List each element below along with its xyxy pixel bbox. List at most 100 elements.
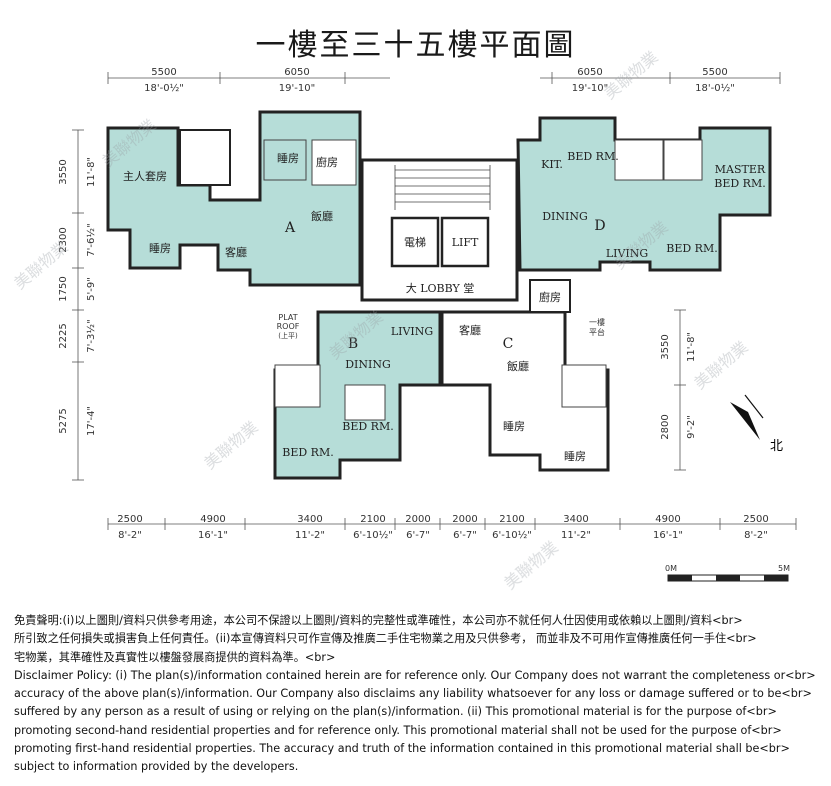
page-title: 一樓至三十五樓平面圖	[255, 28, 576, 63]
bottom-dim-9-mm: 4900	[655, 514, 680, 525]
floor-plan: 5500 18'-0½" 6050 19'-10" 6050 19'-10" 5…	[10, 47, 797, 593]
balcony-label-1: 一樓	[589, 317, 605, 327]
bottom-dim-4-ft: 6'-10½"	[353, 529, 393, 541]
unit-a-kitchen: 廚房	[316, 155, 338, 169]
bottom-dim-6-ft: 6'-7"	[453, 530, 477, 541]
disclaimer: 免責聲明:(i)以上圖則/資料只供參考用途，本公司不保證以上圖則/資料的完整性或…	[14, 612, 822, 777]
watermark-text-4: 美聯物業	[200, 417, 261, 473]
unit-a-letter: A	[284, 220, 296, 236]
unit-d-master-bedroom-line-2: BED RM.	[714, 177, 765, 190]
bottom-dimension-line	[107, 518, 797, 530]
left-dim-3-ft: 5'-9"	[86, 277, 97, 301]
disclaimer-line-6: suffered by any person as a result of us…	[14, 705, 777, 719]
right-dim-2-mm: 2800	[660, 414, 671, 439]
watermark-text-8: 美聯物業	[500, 537, 561, 593]
left-dim-4-mm: 2225	[58, 323, 69, 348]
disclaimer-line-7: promoting second-hand residential proper…	[14, 723, 782, 737]
lift-english-label: LIFT	[452, 236, 479, 249]
unit-d-bedroom-2: BED RM.	[666, 242, 717, 255]
disclaimer-line-4: Disclaimer Policy: (i) The plan(s)/infor…	[14, 668, 816, 682]
bottom-dim-5-ft: 6'-7"	[406, 530, 430, 541]
unit-a-dining: 飯廳	[311, 209, 333, 223]
top-dim-2-mm: 6050	[284, 67, 309, 78]
bottom-dim-8-mm: 3400	[563, 514, 588, 525]
flat-roof-label-3: (上平)	[278, 331, 298, 340]
right-dim-1-ft: 11'-8"	[686, 332, 697, 362]
bottom-dim-10-ft: 8'-2"	[744, 530, 768, 541]
disclaimer-line-8: promoting first-hand residential propert…	[14, 742, 790, 756]
top-dimension-line	[107, 72, 781, 84]
disclaimer-line-2: 所引致之任何損失或損害負上任何責任。(ii)本宣傳資料只可作宣傳及推廣二手住宅物…	[14, 632, 757, 646]
right-dimension-line	[674, 309, 686, 471]
left-dim-1-mm: 3550	[58, 159, 69, 184]
top-dim-2-ft: 19'-10"	[279, 83, 315, 94]
unit-d	[516, 116, 772, 272]
unit-d-kitchen: KIT.	[541, 158, 563, 171]
left-dim-4-ft: 7'-3½"	[85, 319, 97, 352]
top-dim-4-mm: 5500	[702, 67, 727, 78]
bottom-dim-6-mm: 2000	[452, 514, 477, 525]
disclaimer-line-5: accuracy of the above plan(s)/informatio…	[14, 687, 812, 701]
top-dim-3-ft: 19'-10"	[572, 83, 608, 94]
bottom-dim-4-mm: 2100	[360, 514, 385, 525]
scale-end-label: 5M	[778, 564, 790, 573]
left-dim-3-mm: 1750	[58, 276, 69, 301]
top-dim-1-mm: 5500	[151, 67, 176, 78]
watermark-text-7: 美聯物業	[690, 337, 751, 393]
disclaimer-line-9: subject to information provided by the d…	[14, 760, 299, 774]
disclaimer-line-1: 免責聲明:(i)以上圖則/資料只供參考用途，本公司不保證以上圖則/資料的完整性或…	[14, 614, 743, 627]
unit-d-bedroom: BED RM.	[567, 150, 618, 163]
top-dim-4-ft: 18'-0½"	[695, 82, 735, 94]
disclaimer-line-3: 宅物業，其準確性及真實性以樓盤發展商提供的資料為準。<br>	[14, 650, 336, 664]
balcony-label-2: 平台	[589, 327, 605, 337]
scale-bar	[667, 574, 789, 582]
left-dim-1-ft: 11'-8"	[86, 157, 97, 187]
unit-c-letter: C	[503, 336, 514, 352]
unit-b-dining: DINING	[345, 358, 391, 371]
unit-d-dining: DINING	[542, 210, 588, 223]
unit-a-master-bedroom: 主人套房	[123, 170, 167, 183]
unit-b-letter: B	[348, 336, 358, 352]
left-dim-2-mm: 2300	[58, 227, 69, 252]
bottom-dim-1-ft: 8'-2"	[118, 530, 142, 541]
bottom-dim-8-ft: 11'-2"	[561, 530, 591, 541]
unit-b-bedroom-2: BED RM.	[282, 446, 333, 459]
left-dimension-line	[72, 129, 84, 481]
left-dim-2-ft: 7'-6½"	[85, 223, 97, 256]
bottom-dim-2-mm: 4900	[200, 514, 225, 525]
unit-c	[440, 279, 610, 472]
right-dim-2-ft: 9'-2"	[686, 415, 697, 439]
unit-a	[106, 110, 362, 287]
lift-chinese-label: 電梯	[404, 236, 426, 249]
left-dim-5-mm: 5275	[58, 408, 69, 433]
right-dim-1-mm: 3550	[660, 334, 671, 359]
unit-b-bedroom: BED RM.	[342, 420, 393, 433]
flat-roof-label-2: ROOF	[277, 322, 300, 331]
unit-d-master-bedroom-line-1: MASTER	[715, 163, 766, 176]
north-label: 北	[770, 439, 783, 454]
bottom-dim-2-ft: 16'-1"	[198, 530, 228, 541]
unit-a-bedroom: 睡房	[277, 152, 299, 165]
unit-b	[273, 310, 442, 480]
watermark-text-5: 美聯物業	[600, 47, 661, 103]
unit-a-bedroom-2: 睡房	[149, 242, 171, 255]
left-dimension-labels: 3550 11'-8" 2300 7'-6½" 1750 5'-9" 2225 …	[58, 157, 97, 436]
bottom-dim-10-mm: 2500	[743, 514, 768, 525]
flat-roof-label-1: PLAT	[278, 313, 297, 322]
bottom-dim-7-ft: 6'-10½"	[492, 529, 532, 541]
bottom-dimension-labels: 2500 8'-2" 4900 16'-1" 3400 11'-2" 2100 …	[117, 514, 768, 541]
top-dim-3-mm: 6050	[577, 67, 602, 78]
unit-d-letter: D	[594, 218, 605, 234]
bottom-dim-5-mm: 2000	[405, 514, 430, 525]
unit-c-dining: 飯廳	[507, 359, 529, 373]
bottom-dim-7-mm: 2100	[499, 514, 524, 525]
unit-c-bedroom: 睡房	[503, 420, 525, 433]
scale-start-label: 0M	[665, 564, 677, 573]
north-arrow	[730, 394, 764, 440]
unit-c-kitchen: 廚房	[539, 290, 561, 304]
unit-c-bedroom-2: 睡房	[564, 450, 586, 463]
unit-b-living: LIVING	[391, 325, 433, 338]
bottom-dim-3-ft: 11'-2"	[295, 530, 325, 541]
bottom-dim-3-mm: 3400	[297, 514, 322, 525]
unit-d-living: LIVING	[606, 247, 648, 260]
